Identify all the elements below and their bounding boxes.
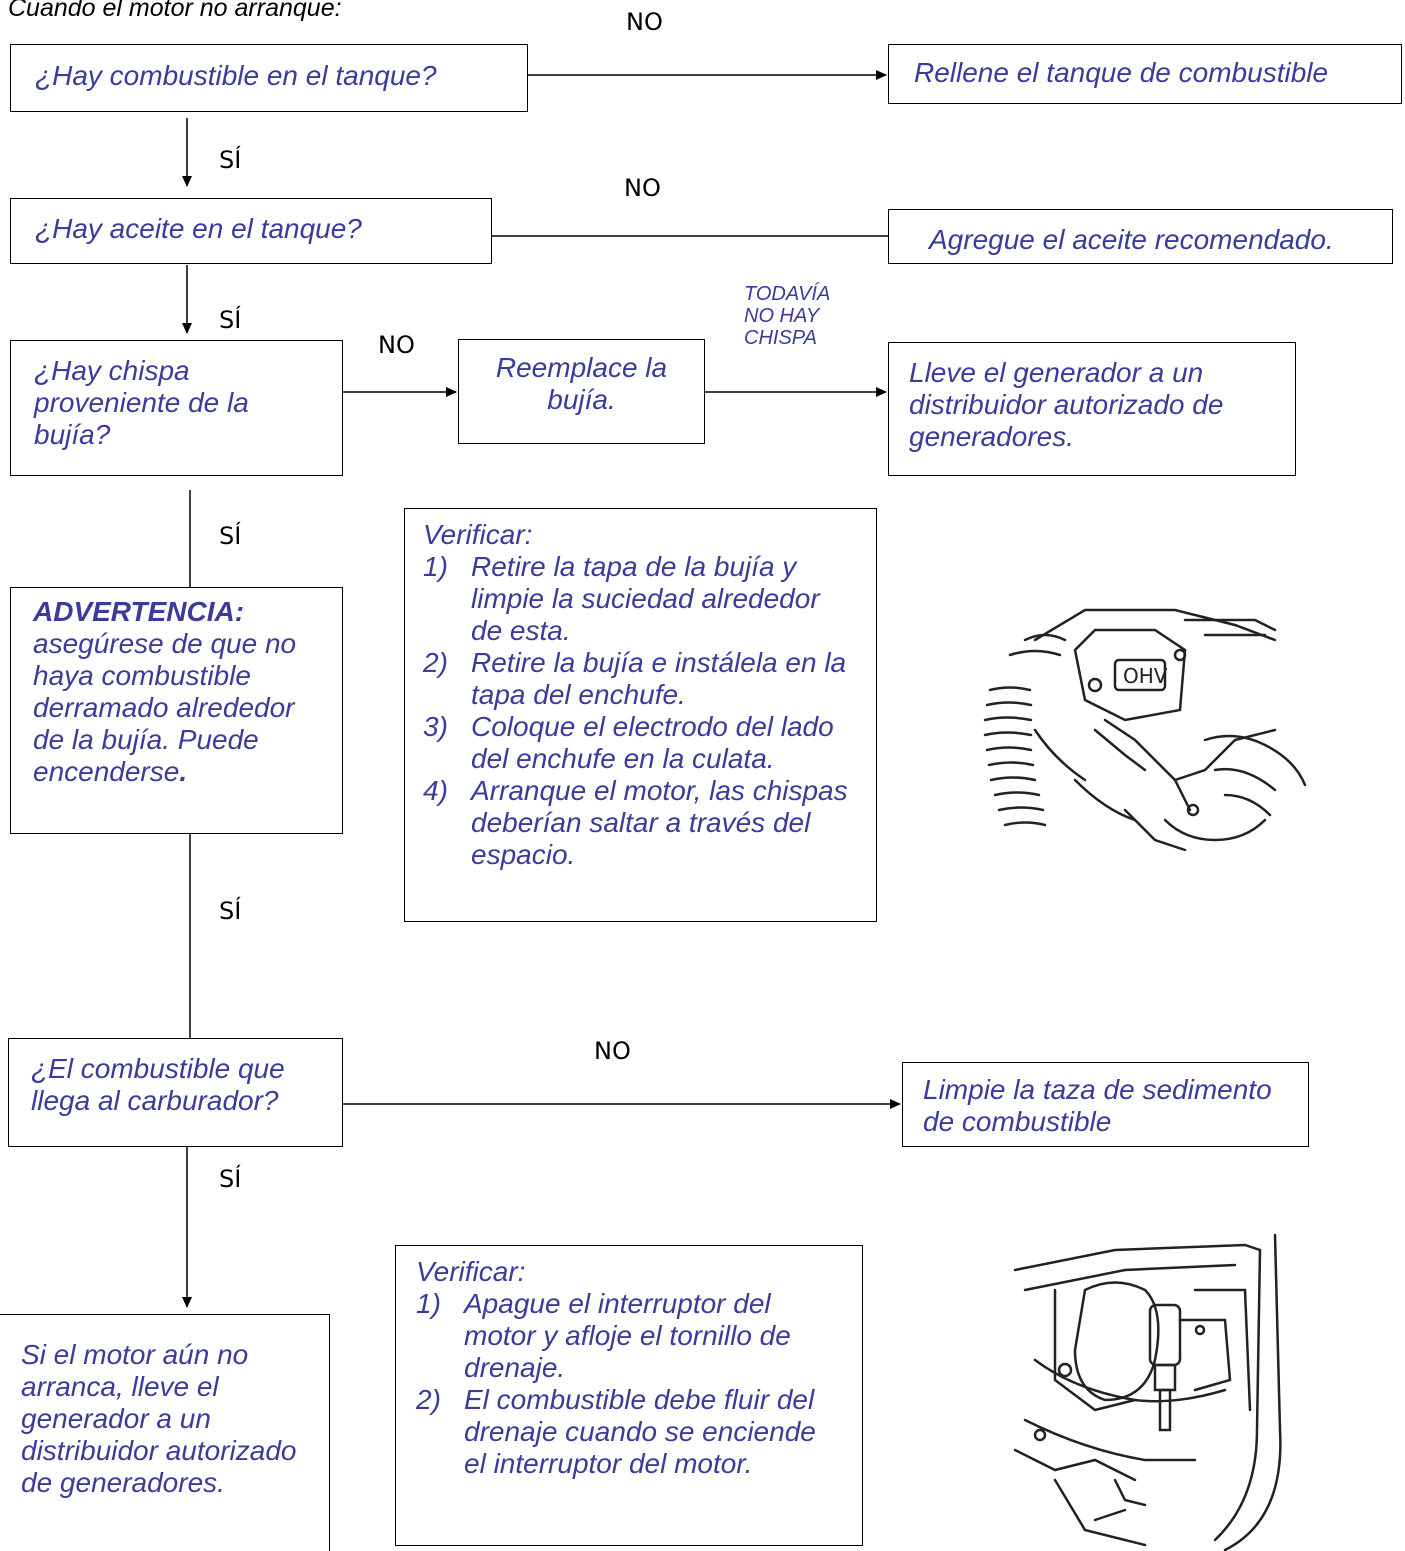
- warning-title: ADVERTENCIA:: [33, 596, 245, 627]
- node-replace-plug-text: Reemplace la bujía.: [495, 352, 668, 415]
- step-number: 2): [416, 1384, 441, 1415]
- spark-plug-test-illustration: OHV: [983, 608, 1307, 852]
- step-text: Arranque el motor, las chispas deberían …: [471, 775, 848, 870]
- label-no-fuel: NO: [626, 8, 663, 36]
- step-text: Coloque el electrodo del lado del enchuf…: [471, 711, 834, 774]
- node-fuel-to-carb-text: ¿El combustible que llega al carburador?: [31, 1053, 285, 1116]
- node-replace-plug: Reemplace la bujía.: [458, 339, 705, 444]
- svg-text:OHV: OHV: [1123, 664, 1168, 688]
- check-spark-step: 3) Coloque el electrodo del lado del ench…: [423, 711, 858, 775]
- label-no-oil: NO: [624, 174, 661, 202]
- check-fuel-step: 1) Apague el interruptor del motor y aflo…: [416, 1288, 844, 1384]
- label-si-fuel: SÍ: [219, 146, 242, 174]
- warning-text: asegúrese de que no haya combustible der…: [33, 628, 297, 787]
- node-refill-fuel-text: Rellene el tanque de combustible: [914, 57, 1329, 88]
- node-dealer-text: Lleve el generador a un distribuidor aut…: [909, 357, 1224, 452]
- node-final-dealer-text: Si el motor aún no arranca, lleve el gen…: [21, 1339, 297, 1498]
- step-text: Apague el interruptor del motor y afloje…: [464, 1288, 791, 1383]
- step-number: 3): [423, 711, 448, 742]
- node-oil-in-tank: ¿Hay aceite en el tanque?: [10, 198, 492, 264]
- node-fuel-in-tank: ¿Hay combustible en el tanque?: [10, 44, 528, 112]
- label-no-carb: NO: [594, 1037, 631, 1065]
- step-number: 2): [423, 647, 448, 678]
- label-still-no-spark: TODAVÍA NO HAY CHISPA: [744, 283, 830, 349]
- node-fuel-to-carb: ¿El combustible que llega al carburador?: [8, 1038, 343, 1147]
- check-fuel-box: Verificar: 1) Apague el interruptor del m…: [395, 1245, 863, 1546]
- step-text: Retire la tapa de la bujía y limpie la s…: [471, 551, 820, 646]
- node-add-oil: Agregue el aceite recomendado.: [888, 209, 1393, 264]
- node-fuel-in-tank-text: ¿Hay combustible en el tanque?: [35, 60, 437, 91]
- node-clean-bowl-text: Limpie la taza de sedimento de combustib…: [923, 1074, 1272, 1137]
- check-fuel-step: 2) El combustible debe fluir del drenaje …: [416, 1384, 844, 1480]
- step-number: 1): [423, 551, 448, 582]
- label-si-warning: SÍ: [219, 897, 242, 925]
- node-dealer: Lleve el generador a un distribuidor aut…: [888, 342, 1296, 476]
- check-fuel-steps: 1) Apague el interruptor del motor y aflo…: [416, 1288, 844, 1480]
- node-warning: ADVERTENCIA: asegúrese de que no haya co…: [10, 587, 343, 834]
- step-number: 4): [423, 775, 448, 806]
- warning-period: .: [179, 756, 188, 787]
- label-si-carb: SÍ: [219, 1165, 242, 1193]
- check-spark-box: Verificar: 1) Retire la tapa de la bujía …: [404, 508, 877, 922]
- still-no-spark-line-1: TODAVÍA: [744, 283, 831, 305]
- check-spark-step: 2) Retire la bujía e instálela en la tapa…: [423, 647, 858, 711]
- step-text: El combustible debe fluir del drenaje cu…: [464, 1384, 816, 1479]
- node-spark-from-plug-text: ¿Hay chispa proveniente de la bujía?: [34, 355, 249, 450]
- check-fuel-title: Verificar:: [416, 1256, 526, 1287]
- label-si-spark: SÍ: [219, 522, 242, 550]
- page-heading: Cuando el motor no arranque:: [8, 0, 342, 22]
- step-number: 1): [416, 1288, 441, 1319]
- node-clean-bowl: Limpie la taza de sedimento de combustib…: [902, 1062, 1309, 1147]
- node-oil-in-tank-text: ¿Hay aceite en el tanque?: [35, 213, 362, 244]
- check-spark-step: 4) Arranque el motor, las chispas debería…: [423, 775, 858, 871]
- fuel-drain-illustration: [1013, 1233, 1282, 1551]
- label-si-oil: SÍ: [219, 306, 242, 334]
- check-spark-steps: 1) Retire la tapa de la bujía y limpie la…: [423, 551, 858, 871]
- step-text: Retire la bujía e instálela en la tapa d…: [471, 647, 847, 710]
- check-spark-step: 1) Retire la tapa de la bujía y limpie la…: [423, 551, 858, 647]
- label-no-spark: NO: [378, 331, 415, 359]
- node-final-dealer: Si el motor aún no arranca, lleve el gen…: [0, 1314, 330, 1551]
- still-no-spark-line-3: CHISPA: [744, 327, 817, 349]
- check-spark-title: Verificar:: [423, 519, 533, 550]
- node-refill-fuel: Rellene el tanque de combustible: [888, 44, 1402, 104]
- still-no-spark-line-2: NO HAY: [744, 305, 820, 327]
- node-add-oil-text: Agregue el aceite recomendado.: [929, 224, 1334, 255]
- node-spark-from-plug: ¿Hay chispa proveniente de la bujía?: [10, 340, 343, 476]
